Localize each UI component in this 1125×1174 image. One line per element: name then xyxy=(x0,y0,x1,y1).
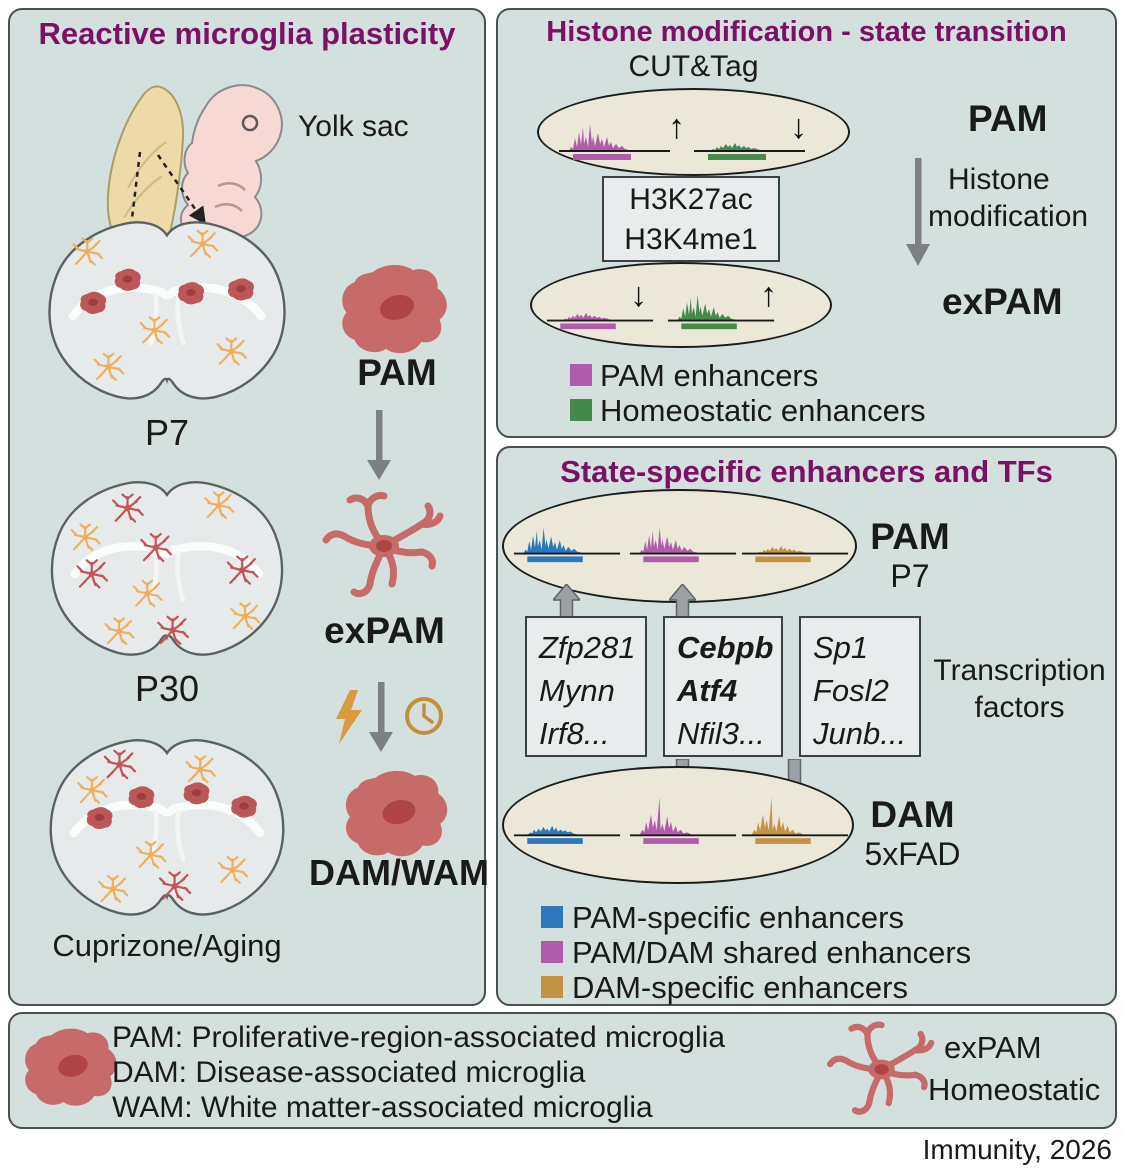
p30-label: P30 xyxy=(134,668,200,709)
histone-modification-arrow xyxy=(906,158,930,266)
transcription-factors-label-line1: Transcription xyxy=(933,654,1106,687)
increase-arrow-icon: ↑ xyxy=(760,276,777,314)
h3k27ac-label: H3K27ac xyxy=(629,183,753,216)
dam-specific-swatch xyxy=(541,976,563,998)
shared-swatch xyxy=(541,941,563,963)
dam-sub-label: 5xFAD xyxy=(864,836,961,872)
tf-junb: Junb... xyxy=(813,716,907,751)
tf-box-shared: Cebpb Atf4 Nfil3... xyxy=(663,616,783,757)
pam-specific-legend-label: PAM-specific enhancers xyxy=(572,900,904,935)
homeostatic-enhancer-track-high xyxy=(667,294,775,330)
tf-box-dam: Sp1 Fosl2 Junb... xyxy=(799,616,921,757)
homeostatic-enhancer-track-low xyxy=(694,143,805,160)
expam-footer-label: exPAM xyxy=(944,1030,1042,1065)
expam-label: exPAM xyxy=(324,610,445,651)
dam-specific-track-low xyxy=(741,545,849,563)
dam-5xfad-track-ellipse xyxy=(502,766,854,884)
ramified-microglia-icon xyxy=(826,1018,938,1120)
cutandtag-label: CUT&Tag xyxy=(628,50,759,83)
clock-icon xyxy=(405,697,443,735)
expam-cell-icon xyxy=(322,488,447,603)
damwam-cell-icon xyxy=(340,768,458,861)
histone-arrow-label-line1: Histone xyxy=(948,163,1050,196)
pam-specific-track-high xyxy=(513,527,621,563)
pam-label: PAM xyxy=(357,352,437,393)
pam-p7-state-label: PAM xyxy=(870,516,950,557)
abbreviation-legend-panel xyxy=(8,1012,1117,1129)
damwam-label: DAM/WAM xyxy=(309,852,489,893)
tf-up-arrow-2 xyxy=(669,584,696,630)
shared-track-high-dam xyxy=(629,797,737,844)
histone-marks-box: H3K27ac H3K4me1 xyxy=(602,176,780,262)
pam-enhancers-legend-label: PAM enhancers xyxy=(600,358,819,393)
pam-enhancer-track-low xyxy=(546,312,654,330)
tf-up-arrow-1 xyxy=(553,584,580,630)
pam-enhancer-swatch xyxy=(570,364,592,386)
tf-mynn: Mynn xyxy=(539,673,615,708)
brain-p30-illustration xyxy=(36,478,298,666)
shared-legend-label: PAM/DAM shared enhancers xyxy=(572,935,972,970)
tf-box-pam: Zfp281 Mynn Irf8... xyxy=(525,616,647,757)
brain-p7-illustration xyxy=(38,218,296,410)
tf-zfp281: Zfp281 xyxy=(539,630,636,665)
transcription-factors-label-line2: factors xyxy=(974,691,1065,724)
homeostatic-enhancers-legend-label: Homeostatic enhancers xyxy=(600,393,926,428)
amoeboid-microglia-icon xyxy=(20,1026,126,1110)
dam-definition: DAM: Disease-associated microglia xyxy=(112,1056,586,1089)
histone-modification-panel xyxy=(496,8,1117,438)
shared-track-high xyxy=(629,527,737,563)
tf-cebpb: Cebpb xyxy=(677,630,774,665)
pam-track-ellipse xyxy=(537,88,850,176)
decrease-arrow-icon: ↓ xyxy=(790,108,807,146)
journal-credit: Immunity, 2026 xyxy=(922,1134,1112,1165)
pam-p7-sub-label: P7 xyxy=(890,558,930,594)
dam-specific-legend-label: DAM-specific enhancers xyxy=(572,970,908,1005)
cuprizone-aging-label: Cuprizone/Aging xyxy=(52,928,282,963)
pam-to-expam-arrow xyxy=(366,410,392,480)
expam-track-ellipse xyxy=(530,262,832,348)
brain-cuprizone-illustration xyxy=(36,736,298,926)
increase-arrow-icon: ↑ xyxy=(668,108,685,146)
pam-specific-track-low-dam xyxy=(513,825,621,844)
pam-state-label: PAM xyxy=(968,98,1048,139)
dam-state-label: DAM xyxy=(870,794,955,835)
histone-panel-title: Histone modification - state transition xyxy=(546,16,1067,48)
homeostatic-enhancer-swatch xyxy=(570,399,592,421)
homeostatic-footer-label: Homeostatic xyxy=(928,1072,1101,1107)
h3k4me1-label: H3K4me1 xyxy=(624,223,758,256)
p7-label: P7 xyxy=(144,412,190,453)
left-panel-title: Reactive microglia plasticity xyxy=(38,16,456,51)
pam-specific-swatch xyxy=(541,906,563,928)
yolk-sac-label: Yolk sac xyxy=(298,110,409,143)
tf-fosl2: Fosl2 xyxy=(813,673,889,708)
pam-enhancer-track-high xyxy=(559,124,670,160)
expam-to-dam-arrow xyxy=(368,682,394,752)
lightning-icon xyxy=(336,690,362,744)
pam-definition: PAM: Proliferative-region-associated mic… xyxy=(112,1021,726,1054)
tf-atf4: Atf4 xyxy=(677,673,738,708)
enhancer-panel-title: State-specific enhancers and TFs xyxy=(560,454,1053,489)
histone-arrow-label-line2: modification xyxy=(928,200,1089,233)
expam-state-label: exPAM xyxy=(942,281,1063,322)
dam-specific-track-high xyxy=(741,797,849,844)
tf-nfil3: Nfil3... xyxy=(677,716,765,751)
wam-definition: WAM: White matter-associated microglia xyxy=(112,1091,653,1124)
tf-irf8: Irf8... xyxy=(539,716,610,751)
pam-cell-icon xyxy=(336,262,458,358)
tf-sp1: Sp1 xyxy=(813,630,869,665)
decrease-arrow-icon: ↓ xyxy=(630,276,647,314)
